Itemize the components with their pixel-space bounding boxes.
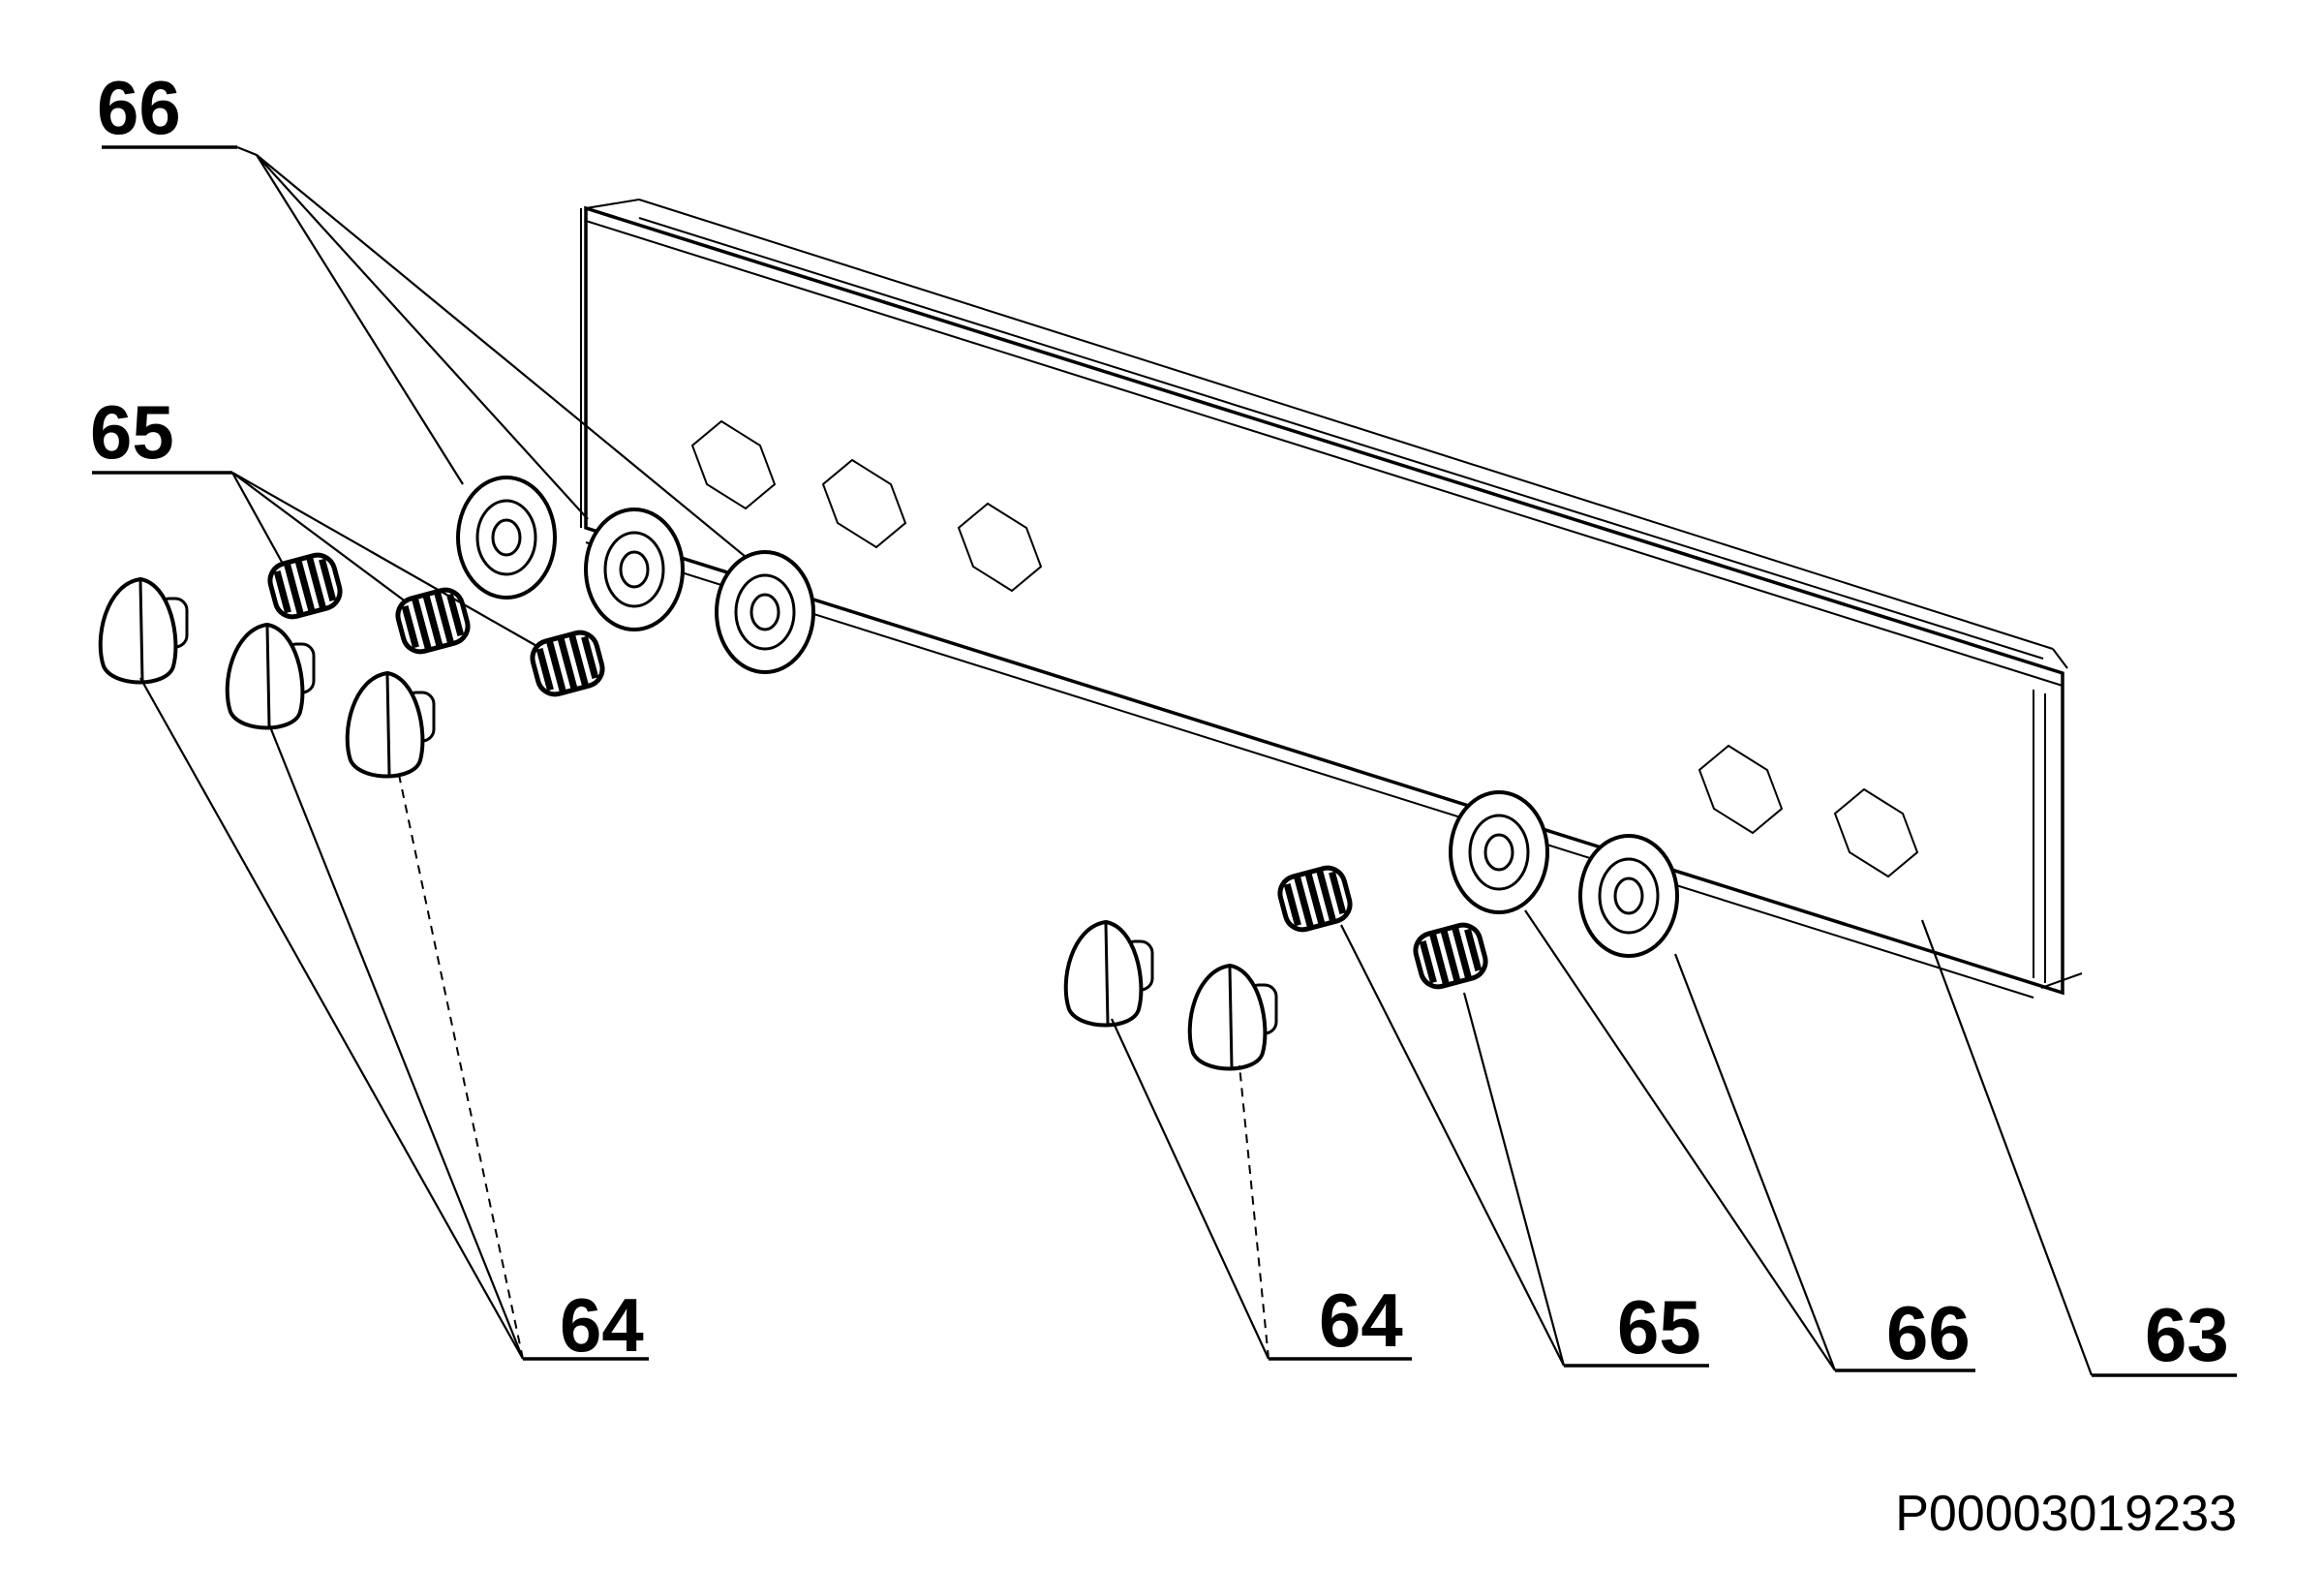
knob-opening — [1697, 744, 1784, 835]
callout-66-right: 66 — [1886, 1290, 1971, 1375]
spring-65 — [530, 630, 605, 697]
callout-66-top: 66 — [97, 65, 181, 150]
bezel-ring-66 — [584, 508, 685, 631]
document-id: P00003019233 — [1895, 1486, 2237, 1542]
knob-opening — [690, 419, 777, 510]
spring-65 — [395, 587, 471, 655]
bezel-ring-66 — [1578, 834, 1679, 958]
bezel-ring-66 — [715, 550, 815, 674]
control-knob-64 — [1063, 919, 1154, 1028]
spring-65 — [1413, 922, 1488, 990]
control-knob-64 — [98, 576, 189, 685]
spring-65 — [267, 552, 343, 620]
control-knob-64 — [1187, 963, 1278, 1071]
knob-opening — [957, 502, 1043, 593]
bezel-ring-66 — [1449, 790, 1549, 914]
callout-65-left: 65 — [90, 389, 174, 475]
knob-opening — [1833, 787, 1919, 878]
control-panel-63 — [580, 199, 2083, 999]
control-knob-64 — [225, 622, 316, 730]
callout-63: 63 — [2145, 1292, 2229, 1377]
callout-64-left: 64 — [560, 1282, 644, 1368]
control-knob-64 — [345, 670, 436, 779]
callout-65-right: 65 — [1617, 1284, 1701, 1369]
callout-64-right: 64 — [1319, 1277, 1403, 1363]
knob-opening — [821, 458, 907, 549]
spring-65 — [1277, 865, 1353, 933]
bezel-ring-66 — [456, 476, 557, 600]
leader-lines — [92, 145, 2237, 1377]
